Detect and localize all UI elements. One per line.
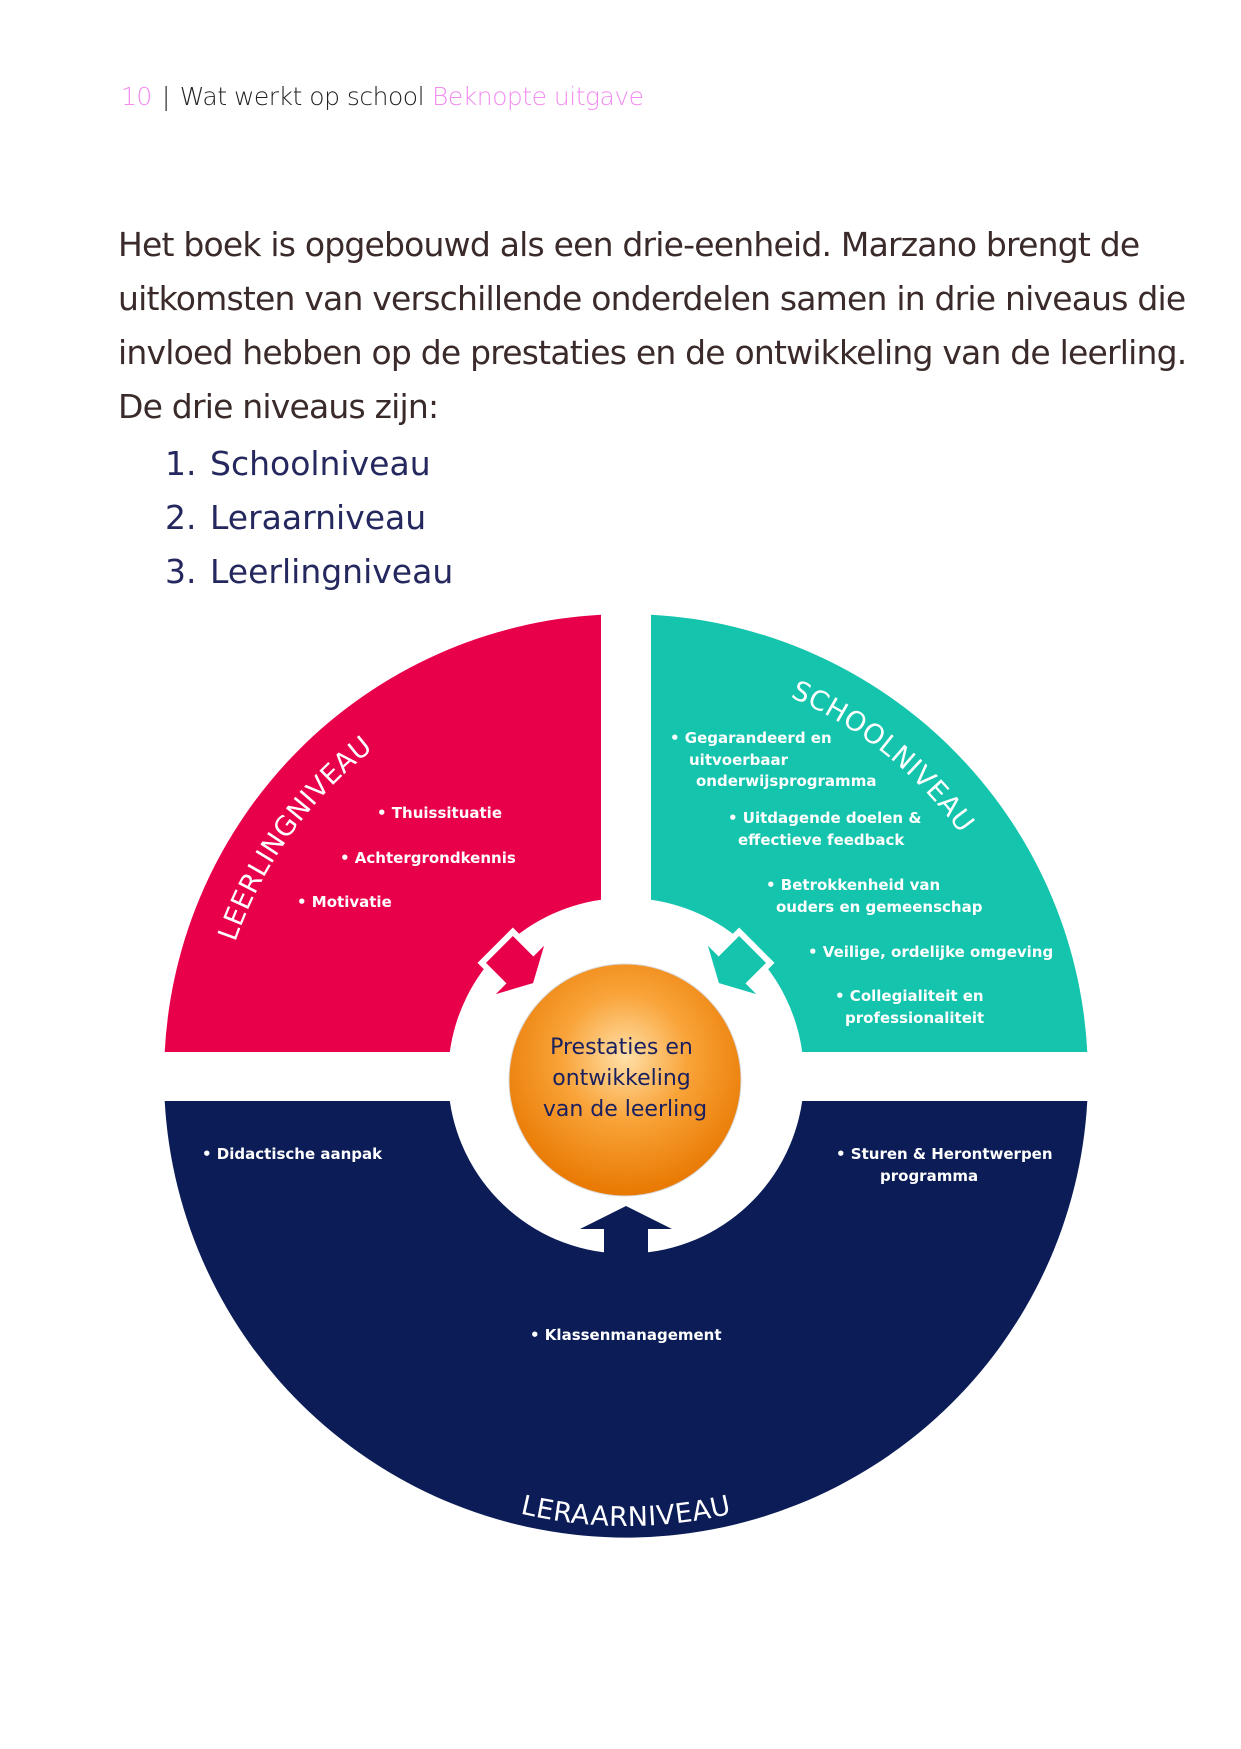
school-item: uitvoerbaar xyxy=(689,751,789,769)
school-item: • Betrokkenheid van xyxy=(766,876,940,894)
levels-list: 1. Schoolniveau 2. Leraarniveau 3. Leerling… xyxy=(165,437,453,599)
list-number: 1. xyxy=(165,444,197,483)
leraar-item: • Didactische aanpak xyxy=(202,1145,383,1163)
center-line: van de leerling xyxy=(543,1097,707,1122)
leraar-item: • Klassenmanagement xyxy=(530,1326,722,1344)
center-circle xyxy=(508,963,742,1197)
leraar-item: programma xyxy=(880,1167,978,1185)
leerling-item: • Thuissituatie xyxy=(377,804,502,822)
list-number: 3. xyxy=(165,552,197,591)
school-item: • Uitdagende doelen & xyxy=(728,809,921,827)
book-subtitle: Beknopte uitgave xyxy=(432,82,644,111)
list-number: 2. xyxy=(165,498,197,537)
school-quadrant xyxy=(651,614,1088,1052)
list-item: 3. Leerlingniveau xyxy=(165,545,453,599)
leraar-items: • Didactische aanpak • Sturen & Herontwe… xyxy=(202,1145,1053,1344)
school-item: ouders en gemeenschap xyxy=(776,898,983,916)
school-item: • Collegialiteit en xyxy=(835,987,984,1005)
intro-line: uitkomsten van verschillende onderdelen … xyxy=(118,279,1186,318)
leerling-item: • Achtergrondkennis xyxy=(340,849,516,867)
intro-line: De drie niveaus zijn: xyxy=(118,387,439,426)
center-line: Prestaties en xyxy=(550,1035,693,1060)
intro-line: Het boek is opgebouwd als een drie-eenhe… xyxy=(118,225,1140,264)
school-items: • Gegarandeerd en uitvoerbaar onderwijsp… xyxy=(670,729,1053,1027)
school-item: professionaliteit xyxy=(845,1009,984,1027)
school-item: effectieve feedback xyxy=(738,831,905,849)
school-arrow-icon xyxy=(698,927,775,1004)
school-item: • Veilige, ordelijke omgeving xyxy=(808,943,1053,961)
leerling-arrow-icon xyxy=(477,927,554,1004)
list-item: 1. Schoolniveau xyxy=(165,437,453,491)
school-item: • Gegarandeerd en xyxy=(670,729,832,747)
leraar-quadrant xyxy=(164,1101,1088,1538)
book-title: Wat werkt op school xyxy=(179,82,425,111)
list-item: 2. Leraarniveau xyxy=(165,491,453,545)
leraar-arrow-icon xyxy=(580,1206,672,1256)
header-separator: | xyxy=(161,82,170,111)
leerling-items: • Thuissituatie • Achtergrondkennis • Mo… xyxy=(297,804,516,911)
school-item: onderwijsprogramma xyxy=(696,772,876,790)
leerling-quadrant xyxy=(164,614,601,1052)
center-line: ontwikkeling xyxy=(552,1066,691,1091)
page-number: 10 xyxy=(121,82,152,111)
center-label: Prestaties en ontwikkeling van de leerli… xyxy=(543,1035,707,1122)
leerling-item: • Motivatie xyxy=(297,893,392,911)
leraar-item: • Sturen & Herontwerpen xyxy=(836,1145,1053,1163)
list-label: Leraarniveau xyxy=(210,498,427,537)
list-label: Leerlingniveau xyxy=(210,552,454,591)
intro-line: invloed hebben op de prestaties en de on… xyxy=(118,333,1187,372)
intro-paragraph: Het boek is opgebouwd als een drie-eenhe… xyxy=(118,218,1187,434)
list-label: Schoolniveau xyxy=(210,444,431,483)
